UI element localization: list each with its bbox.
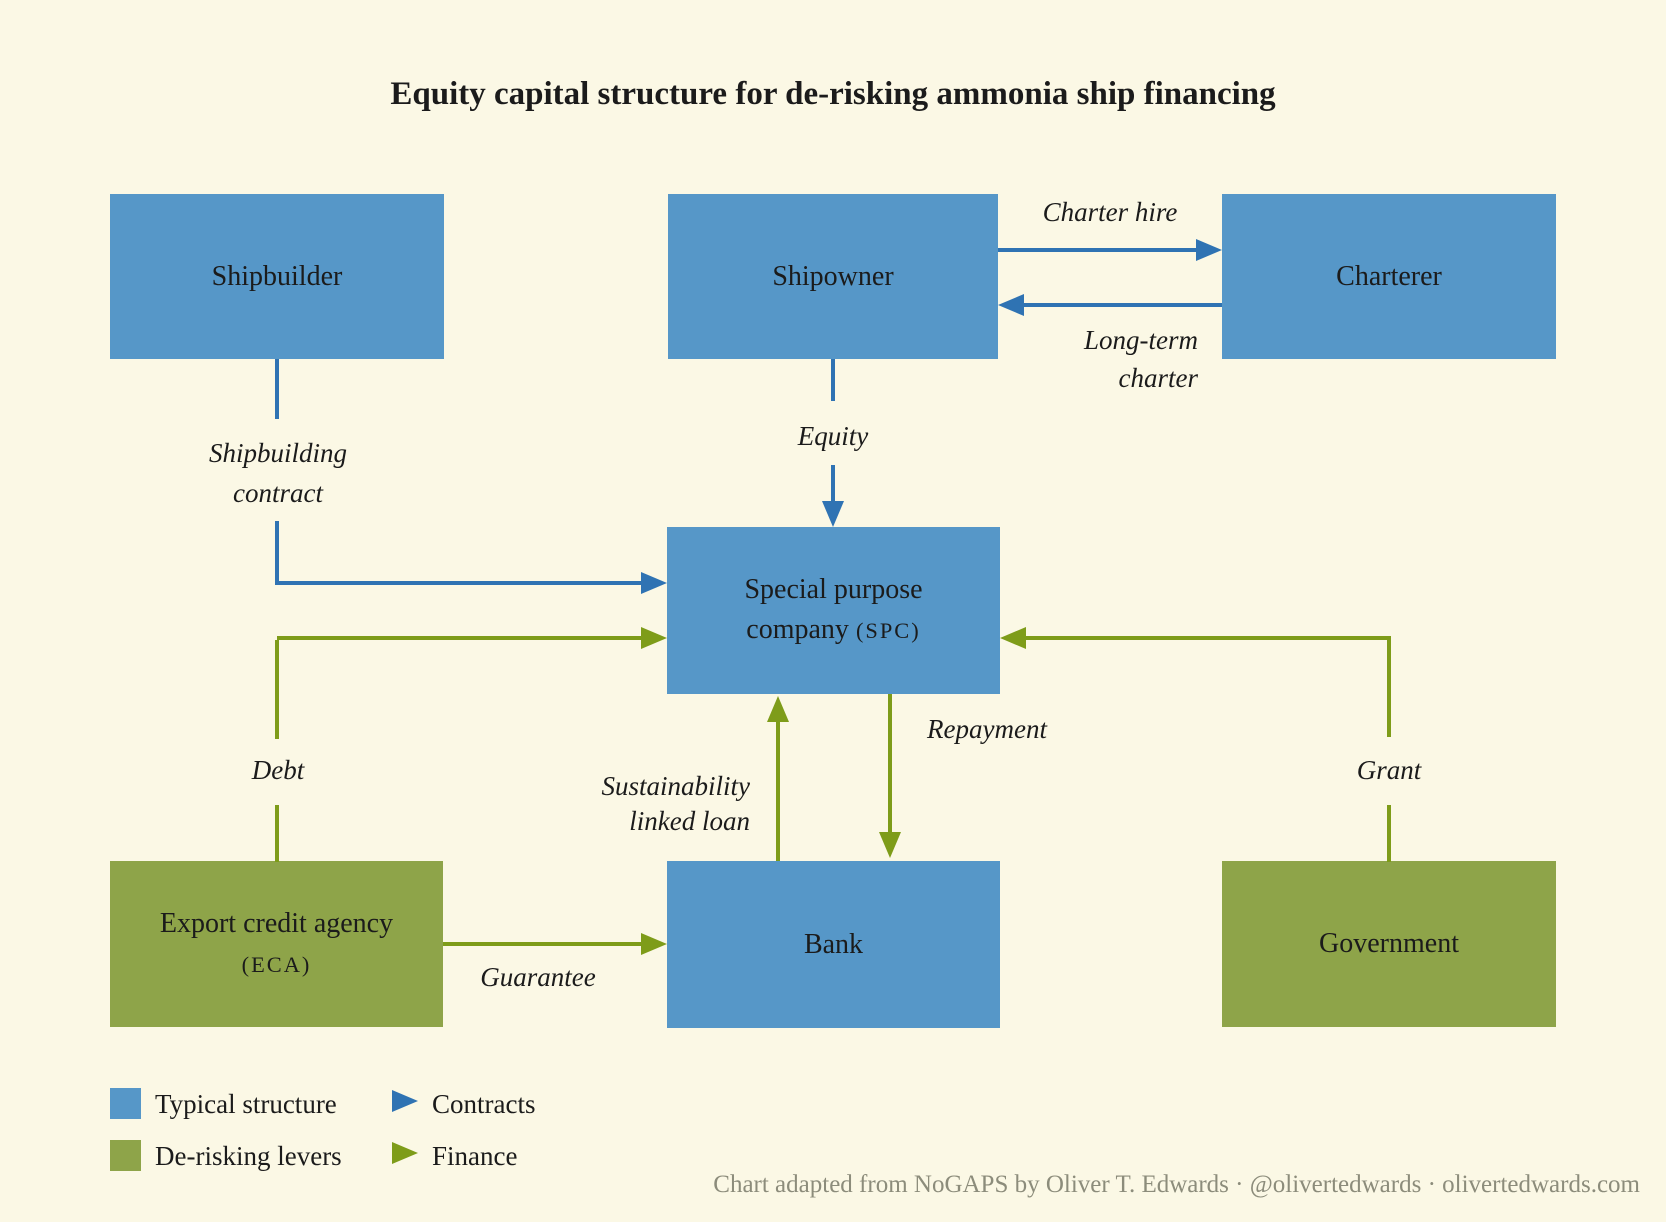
node-shipowner: Shipowner	[668, 194, 998, 359]
legend-de-risking-levers-label: De-risking levers	[155, 1141, 342, 1171]
edge-grant-arrowhead	[1000, 627, 1026, 649]
node-bank-label: Bank	[803, 928, 864, 960]
edge-long-term-charter-line	[1024, 303, 1222, 307]
edge-sustainability-linked-loan-label: Sustainability linked loan	[601, 771, 751, 836]
edge-grant-line-horizontal	[1026, 636, 1391, 640]
typical-structure-swatch	[110, 1088, 141, 1119]
node-shipbuilder: Shipbuilder	[110, 194, 444, 359]
node-bank: Bank	[667, 861, 1000, 1028]
edge-shipbuilding-contract-label: Shipbuilding contract	[208, 438, 347, 508]
node-shipbuilder-label: Shipbuilder	[211, 260, 343, 292]
node-spc-name: Special purpose company	[744, 574, 923, 645]
node-spc-abbr: (SPC)	[855, 618, 921, 643]
legend-finance-label: Finance	[432, 1141, 518, 1171]
de-risking-levers-swatch	[110, 1140, 141, 1171]
edge-long-term-charter-label: Long-term charter	[1084, 325, 1198, 393]
edge-shipbuilding-contract-line-lower	[275, 521, 279, 585]
edge-repayment-label: Repayment	[927, 714, 1047, 744]
edge-shipbuilding-contract-arrowhead	[641, 572, 667, 594]
finance-arrow-icon	[392, 1142, 418, 1164]
edge-debt-arrowhead	[641, 627, 667, 649]
node-charterer-label: Charterer	[1336, 260, 1442, 292]
node-eca-label: Export credit agency (ECA)	[160, 904, 393, 985]
edge-charter-hire-arrowhead	[1196, 239, 1222, 261]
node-spc: Special purpose company (SPC)	[667, 527, 1000, 694]
edge-grant-line-lower	[1387, 805, 1391, 862]
edge-sustainability-linked-loan-arrowhead	[767, 696, 789, 722]
node-charterer: Charterer	[1222, 194, 1556, 359]
node-spc-label: Special purpose company (SPC)	[703, 570, 965, 651]
edge-equity-label: Equity	[797, 421, 869, 451]
edge-debt-line-lower	[275, 805, 279, 862]
edge-sustainability-linked-loan-line	[776, 720, 780, 861]
edge-guarantee-arrowhead	[641, 933, 667, 955]
edge-debt-line-upper	[275, 640, 279, 739]
edge-grant-line-upper	[1387, 640, 1391, 737]
node-eca-name: Export credit agency	[159, 907, 394, 939]
edge-guarantee-line	[443, 942, 641, 946]
diagram-title: Equity capital structure for de-risking …	[390, 76, 1276, 112]
legend-contracts-label: Contracts	[432, 1089, 536, 1119]
edge-repayment-arrowhead	[879, 832, 901, 858]
edge-guarantee-label: Guarantee	[480, 962, 596, 992]
edge-grant-label: Grant	[1356, 755, 1422, 785]
node-government-label: Government	[1319, 928, 1459, 959]
edge-debt-label: Debt	[251, 755, 305, 785]
node-shipowner-label: Shipowner	[772, 260, 894, 292]
edge-shipbuilding-contract-line-upper	[275, 359, 279, 419]
edge-charter-hire-label: Charter hire	[1042, 197, 1178, 227]
node-eca: Export credit agency (ECA)	[110, 861, 443, 1027]
edge-charter-hire-line	[998, 248, 1198, 252]
node-eca-abbr: (ECA)	[241, 951, 312, 977]
footer-credit: Chart adapted from NoGAPS by Oliver T. E…	[713, 1171, 1640, 1198]
node-government: Government	[1222, 861, 1556, 1027]
edge-equity-arrowhead	[822, 501, 844, 527]
edge-repayment-line	[888, 694, 892, 834]
edge-equity-line-upper	[831, 359, 835, 401]
edge-long-term-charter-arrowhead	[998, 294, 1024, 316]
edge-equity-line-lower	[831, 465, 835, 502]
edge-shipbuilding-contract-line-horizontal	[275, 581, 641, 585]
contracts-arrow-icon	[392, 1090, 418, 1112]
edge-debt-line-horizontal	[277, 636, 641, 640]
legend-typical-structure-label: Typical structure	[155, 1089, 337, 1119]
